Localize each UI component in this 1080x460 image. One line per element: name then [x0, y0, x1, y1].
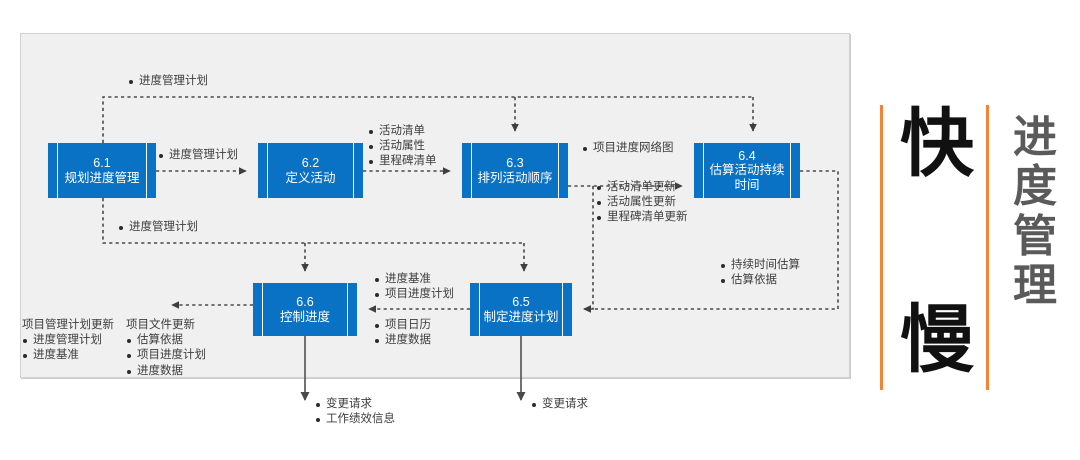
annotation-item: 进度管理计划	[22, 333, 114, 348]
annotation-66-bottom-outputs: 变更请求 工作绩效信息	[315, 397, 395, 427]
annotation-item: 进度基准	[374, 272, 454, 287]
annotation-list: 活动清单 活动属性 里程碑清单	[368, 124, 437, 170]
process-node-62[interactable]: 6.2 定义活动	[258, 143, 363, 198]
node-text: 6.6 控制进度	[270, 295, 340, 324]
annotation-item: 进度管理计划	[158, 148, 238, 163]
annotation-item: 进度数据	[374, 333, 431, 348]
vertical-title-char: 度	[1013, 161, 1057, 213]
process-node-63[interactable]: 6.3 排列活动顺序	[462, 143, 568, 198]
annotation-62-outputs: 活动清单 活动属性 里程碑清单	[368, 124, 437, 170]
annotation-65-to-66-upper: 进度基准 项目进度计划	[374, 272, 454, 302]
node-name: 定义活动	[285, 170, 336, 185]
annotation-item: 进度管理计划	[118, 220, 198, 235]
annotation-top-feedback: 进度管理计划	[128, 74, 208, 89]
annotation-item: 活动属性	[368, 139, 437, 154]
annotation-list: 项目日历 进度数据	[374, 318, 431, 348]
node-text: 6.1 规划进度管理	[54, 156, 149, 185]
node-number: 6.2	[301, 156, 320, 171]
node-number: 6.4	[738, 148, 756, 163]
annotation-63-output: 项目进度网络图	[582, 141, 674, 156]
node-number: 6.3	[506, 156, 524, 171]
process-node-65[interactable]: 6.5 制定进度计划	[470, 283, 572, 336]
annotation-pm-plan-updates: 项目管理计划更新 进度管理计划 进度基准	[22, 318, 114, 364]
big-char-slow: 慢	[900, 297, 974, 383]
node-name: 估算活动持续时间	[709, 163, 785, 192]
annotation-list: 项目进度网络图	[582, 141, 674, 156]
process-node-64[interactable]: 6.4 估算活动持续时间	[694, 143, 800, 198]
annotation-list: 变更请求	[531, 397, 588, 412]
annotation-list: 估算依据 项目进度计划 进度数据	[126, 333, 206, 379]
vertical-title-char: 理	[1013, 259, 1057, 311]
annotation-64-outputs: 持续时间估算 估算依据	[720, 258, 800, 288]
annotation-item: 工作绩效信息	[315, 412, 395, 427]
node-name: 排列活动顺序	[477, 170, 553, 185]
annotation-list: 进度管理计划	[128, 74, 208, 89]
process-node-61[interactable]: 6.1 规划进度管理	[48, 143, 156, 198]
node-number: 6.6	[296, 295, 314, 310]
annotation-list: 变更请求 工作绩效信息	[315, 397, 395, 427]
node-text: 6.2 定义活动	[275, 156, 345, 185]
annotation-item: 里程碑清单	[368, 154, 437, 169]
annotation-item: 里程碑清单更新	[596, 210, 688, 225]
annotation-item: 项目进度计划	[126, 348, 206, 363]
vertical-title-char: 进	[1013, 112, 1057, 163]
vertical-title: 进 度 管 理	[1006, 113, 1064, 310]
annotation-item: 估算依据	[126, 333, 206, 348]
annotation-list: 活动清单更新 活动属性更新 里程碑清单更新	[596, 180, 688, 226]
process-node-66[interactable]: 6.6 控制进度	[253, 283, 357, 336]
annotation-list: 进度管理计划 进度基准	[22, 333, 114, 363]
annotation-item: 估算依据	[720, 273, 800, 288]
annotation-item: 进度基准	[22, 348, 114, 363]
annotation-project-doc-updates: 项目文件更新 估算依据 项目进度计划 进度数据	[126, 318, 206, 379]
accent-bar-left	[880, 105, 883, 390]
annotation-list: 进度管理计划	[118, 220, 198, 235]
node-text: 6.3 排列活动顺序	[467, 156, 562, 185]
annotation-item: 活动清单更新	[596, 180, 688, 195]
annotation-item: 活动清单	[368, 124, 437, 139]
node-number: 6.5	[512, 295, 530, 310]
node-text: 6.4 估算活动持续时间	[694, 149, 800, 192]
annotation-61-to-62: 进度管理计划	[158, 148, 238, 163]
annotation-item: 持续时间估算	[720, 258, 800, 273]
node-name: 制定进度计划	[483, 309, 559, 324]
annotation-61-down-feedback: 进度管理计划	[118, 220, 198, 235]
annotation-item: 变更请求	[315, 397, 395, 412]
accent-bar-right	[986, 105, 989, 390]
vertical-title-char: 管	[1013, 210, 1057, 262]
annotation-item: 进度管理计划	[128, 74, 208, 89]
node-number: 6.1	[93, 156, 111, 171]
annotation-header: 项目管理计划更新	[22, 319, 114, 331]
annotation-63-updates: 活动清单更新 活动属性更新 里程碑清单更新	[596, 180, 688, 226]
node-text: 6.5 制定进度计划	[473, 295, 568, 324]
annotation-item: 项目进度计划	[374, 287, 454, 302]
annotation-list: 进度基准 项目进度计划	[374, 272, 454, 302]
node-name: 控制进度	[279, 309, 330, 324]
title-panel: 快 慢 进 度 管 理	[880, 105, 1080, 395]
annotation-item: 项目日历	[374, 318, 431, 333]
annotation-item: 变更请求	[531, 397, 588, 412]
annotation-list: 持续时间估算 估算依据	[720, 258, 800, 288]
node-name: 规划进度管理	[64, 170, 140, 185]
annotation-item: 进度数据	[126, 364, 206, 379]
annotation-item: 项目进度网络图	[582, 141, 674, 156]
annotation-65-to-66-lower: 项目日历 进度数据	[374, 318, 431, 348]
annotation-65-bottom-outputs: 变更请求	[531, 397, 588, 412]
big-char-fast: 快	[900, 101, 974, 187]
annotation-list: 进度管理计划	[158, 148, 238, 163]
annotation-header: 项目文件更新	[126, 319, 195, 331]
annotation-item: 活动属性更新	[596, 195, 688, 210]
